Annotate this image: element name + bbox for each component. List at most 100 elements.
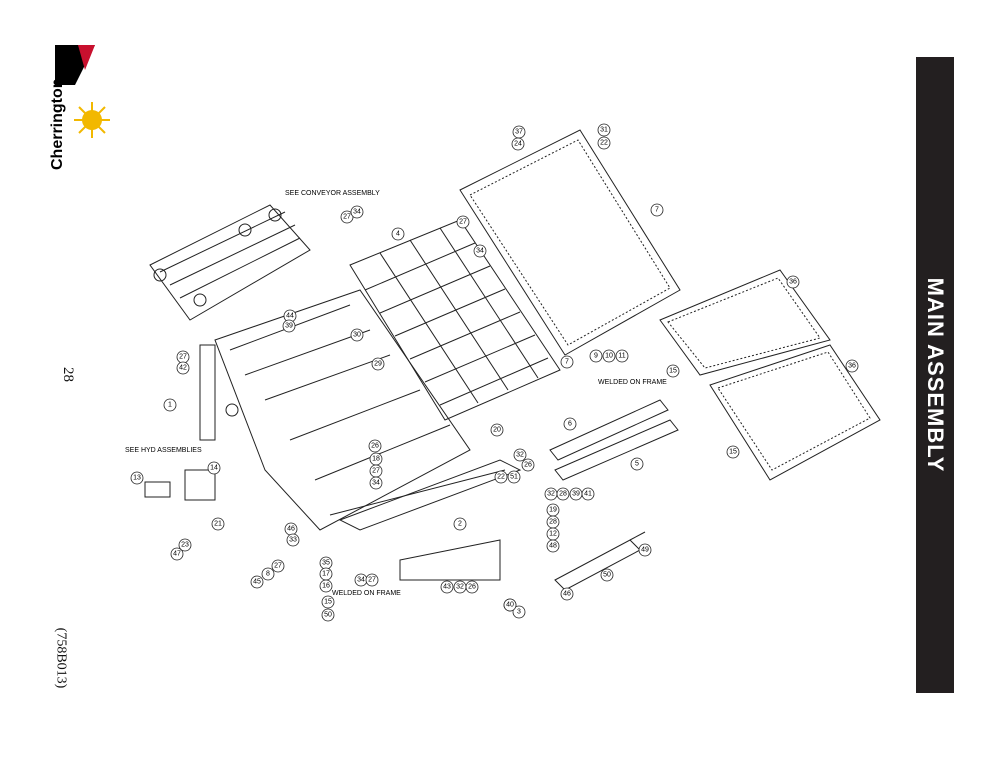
callout-49: 49 <box>638 543 652 557</box>
callout-27: 27 <box>456 215 470 229</box>
callout-circle <box>473 244 487 258</box>
callout-number: 32 <box>516 452 524 459</box>
callout-number: 39 <box>285 323 293 330</box>
callout-number: 29 <box>374 361 382 368</box>
callout-circle <box>170 547 184 561</box>
logo-wedge-red <box>78 45 95 70</box>
callout-number: 33 <box>289 537 297 544</box>
callout-number: 49 <box>641 547 649 554</box>
callout-circle <box>521 458 535 472</box>
callout-46: 46 <box>284 522 298 536</box>
callout-number: 43 <box>443 584 451 591</box>
callout-circle <box>512 605 526 619</box>
cherrington-logo: Cherrington <box>40 40 110 180</box>
callout-number: 4 <box>396 231 400 238</box>
callout-number: 42 <box>179 365 187 372</box>
callout-number: 6 <box>568 421 572 428</box>
callout-43: 43 <box>440 580 454 594</box>
callout-28: 28 <box>546 515 560 529</box>
callout-circle <box>600 568 614 582</box>
callout-number: 47 <box>173 551 181 558</box>
callout-2: 2 <box>453 517 467 531</box>
callout-circle <box>597 123 611 137</box>
callout-number: 28 <box>549 519 557 526</box>
callout-27: 27 <box>369 464 383 478</box>
callout-circle <box>365 573 379 587</box>
callout-number: 21 <box>214 521 222 528</box>
callout-number: 1 <box>168 402 172 409</box>
callout-4: 4 <box>391 227 405 241</box>
callout-26: 26 <box>521 458 535 472</box>
callout-27: 27 <box>340 210 354 224</box>
callout-number: 46 <box>563 591 571 598</box>
callout-number: 44 <box>286 313 294 320</box>
callout-circle <box>178 538 192 552</box>
callout-number: 24 <box>514 141 522 148</box>
callout-number: 26 <box>524 462 532 469</box>
callout-9: 9 <box>589 349 603 363</box>
callout-22: 22 <box>494 470 508 484</box>
screen-panel-15-upper <box>659 269 831 376</box>
callout-17: 17 <box>319 567 333 581</box>
callout-number: 19 <box>549 507 557 514</box>
callout-number: 26 <box>468 584 476 591</box>
callout-number: 9 <box>594 353 598 360</box>
callout-28: 28 <box>556 487 570 501</box>
callout-number: 18 <box>372 456 380 463</box>
callout-22: 22 <box>597 136 611 150</box>
callout-50: 50 <box>321 608 335 622</box>
callout-number: 27 <box>372 468 380 475</box>
callout-circle <box>250 575 264 589</box>
callout-number: 50 <box>324 612 332 619</box>
callout-number: 34 <box>372 480 380 487</box>
note-welded-on-frame-2: WELDED ON FRAME <box>332 590 401 597</box>
callout-circle <box>513 448 527 462</box>
callout-15: 15 <box>321 595 335 609</box>
callout-number: 36 <box>789 279 797 286</box>
callout-7: 7 <box>560 355 574 369</box>
callout-number: 50 <box>603 572 611 579</box>
callout-circle <box>340 210 354 224</box>
callout-34: 34 <box>354 573 368 587</box>
hydraulic-block <box>144 469 216 501</box>
main-frame <box>199 289 522 581</box>
callout-circle <box>560 587 574 601</box>
callout-number: 45 <box>253 579 261 586</box>
callout-number: 15 <box>669 368 677 375</box>
note-conveyor-assembly: SEE CONVEYOR ASSEMBLY <box>285 190 380 197</box>
callout-35: 35 <box>319 556 333 570</box>
callout-circle <box>176 361 190 375</box>
callout-circle <box>638 543 652 557</box>
callout-number: 22 <box>600 140 608 147</box>
callout-11: 11 <box>615 349 629 363</box>
callout-32: 32 <box>513 448 527 462</box>
hydraulic-cylinder-50 <box>554 531 646 591</box>
callout-41: 41 <box>581 487 595 501</box>
callout-36: 36 <box>845 359 859 373</box>
callout-32: 32 <box>453 580 467 594</box>
callout-number: 27 <box>368 577 376 584</box>
screen-panel-7 <box>459 129 681 356</box>
callout-circle <box>453 517 467 531</box>
callout-12: 12 <box>546 527 560 541</box>
callout-circle <box>286 533 300 547</box>
callout-number: 5 <box>635 461 639 468</box>
callout-circle <box>211 517 225 531</box>
callout-number: 15 <box>324 599 332 606</box>
callout-number: 8 <box>266 571 270 578</box>
callout-number: 34 <box>353 209 361 216</box>
callout-number: 15 <box>729 449 737 456</box>
callout-number: 36 <box>848 363 856 370</box>
side-rails <box>549 399 679 481</box>
callout-number: 48 <box>549 543 557 550</box>
callout-number: 32 <box>547 491 555 498</box>
callout-number: 39 <box>572 491 580 498</box>
callout-34: 34 <box>350 205 364 219</box>
callout-circle <box>271 559 285 573</box>
callout-number: 28 <box>559 491 567 498</box>
callout-number: 27 <box>343 214 351 221</box>
callout-29: 29 <box>371 357 385 371</box>
callout-circle <box>650 203 664 217</box>
callout-24: 24 <box>511 137 525 151</box>
